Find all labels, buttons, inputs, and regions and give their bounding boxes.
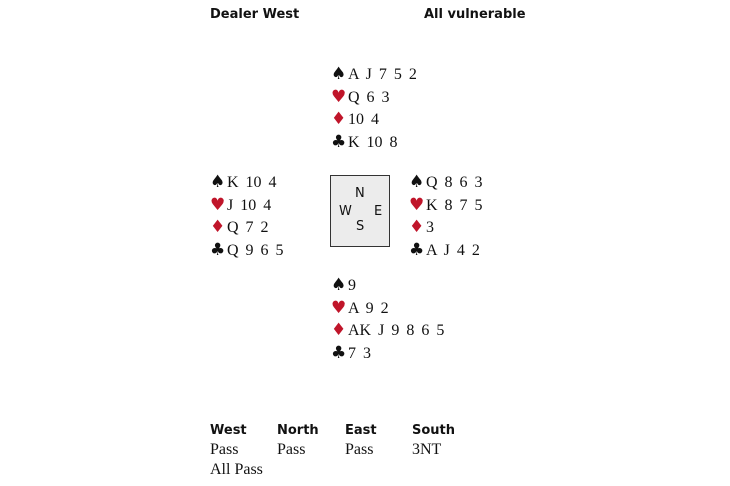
bid-call: All Pass [210, 461, 263, 478]
west-hearts: J 10 4 [227, 196, 272, 214]
hand-north: ♠A J 7 5 2 ♥Q 6 3 ♦10 4 ♣K 10 8 [331, 63, 417, 154]
bid-header-north: North [277, 423, 319, 438]
heart-icon: ♥ [210, 194, 226, 215]
diamond-icon: ♦ [409, 217, 425, 238]
east-spades: Q 8 6 3 [426, 174, 483, 191]
bid-call: Pass [277, 441, 306, 458]
west-clubs: Q 9 6 5 [227, 242, 284, 260]
club-icon: ♣ [331, 343, 347, 364]
club-icon: ♣ [409, 240, 425, 261]
compass-table: N W E S [330, 175, 390, 247]
dealer-label: Dealer West [210, 7, 300, 22]
north-hearts: Q 6 3 [348, 88, 390, 106]
diamond-icon: ♦ [331, 109, 347, 130]
bid-call: Pass [345, 441, 374, 458]
spade-icon: ♠ [331, 64, 347, 84]
north-clubs: K 10 8 [348, 134, 398, 152]
east-diamonds: 3 [426, 219, 434, 237]
south-spades: 9 [348, 277, 356, 294]
north-diamonds: 10 4 [348, 111, 379, 129]
compass-north: N [355, 186, 365, 201]
diamond-icon: ♦ [210, 217, 226, 238]
club-icon: ♣ [210, 240, 226, 261]
club-icon: ♣ [331, 132, 347, 153]
hand-east: ♠Q 8 6 3 ♥K 8 7 5 ♦3 ♣A J 4 2 [409, 171, 483, 262]
compass-west: W [339, 204, 352, 219]
west-diamonds: Q 7 2 [227, 219, 269, 237]
hand-south: ♠9 ♥A 9 2 ♦AK J 9 8 6 5 ♣7 3 [331, 274, 444, 365]
south-clubs: 7 3 [348, 345, 371, 363]
heart-icon: ♥ [409, 194, 425, 215]
south-diamonds: AK J 9 8 6 5 [348, 322, 445, 340]
heart-icon: ♥ [331, 86, 347, 107]
spade-icon: ♠ [409, 172, 425, 192]
diamond-icon: ♦ [331, 320, 347, 341]
vulnerability-label: All vulnerable [424, 7, 526, 22]
compass-east: E [374, 204, 383, 219]
east-clubs: A J 4 2 [426, 242, 480, 260]
compass-south: S [356, 219, 365, 234]
bid-header-east: East [345, 423, 377, 438]
hand-west: ♠K 10 4 ♥J 10 4 ♦Q 7 2 ♣Q 9 6 5 [210, 171, 284, 262]
south-hearts: A 9 2 [348, 299, 389, 317]
east-hearts: K 8 7 5 [426, 196, 483, 214]
bid-header-west: West [210, 423, 247, 438]
bid-header-south: South [412, 423, 456, 438]
heart-icon: ♥ [331, 297, 347, 318]
bid-call: 3NT [412, 441, 442, 458]
spade-icon: ♠ [331, 275, 347, 295]
spade-icon: ♠ [210, 172, 226, 192]
north-spades: A J 7 5 2 [348, 66, 417, 83]
west-spades: K 10 4 [227, 174, 277, 191]
bid-call: Pass [210, 441, 239, 458]
